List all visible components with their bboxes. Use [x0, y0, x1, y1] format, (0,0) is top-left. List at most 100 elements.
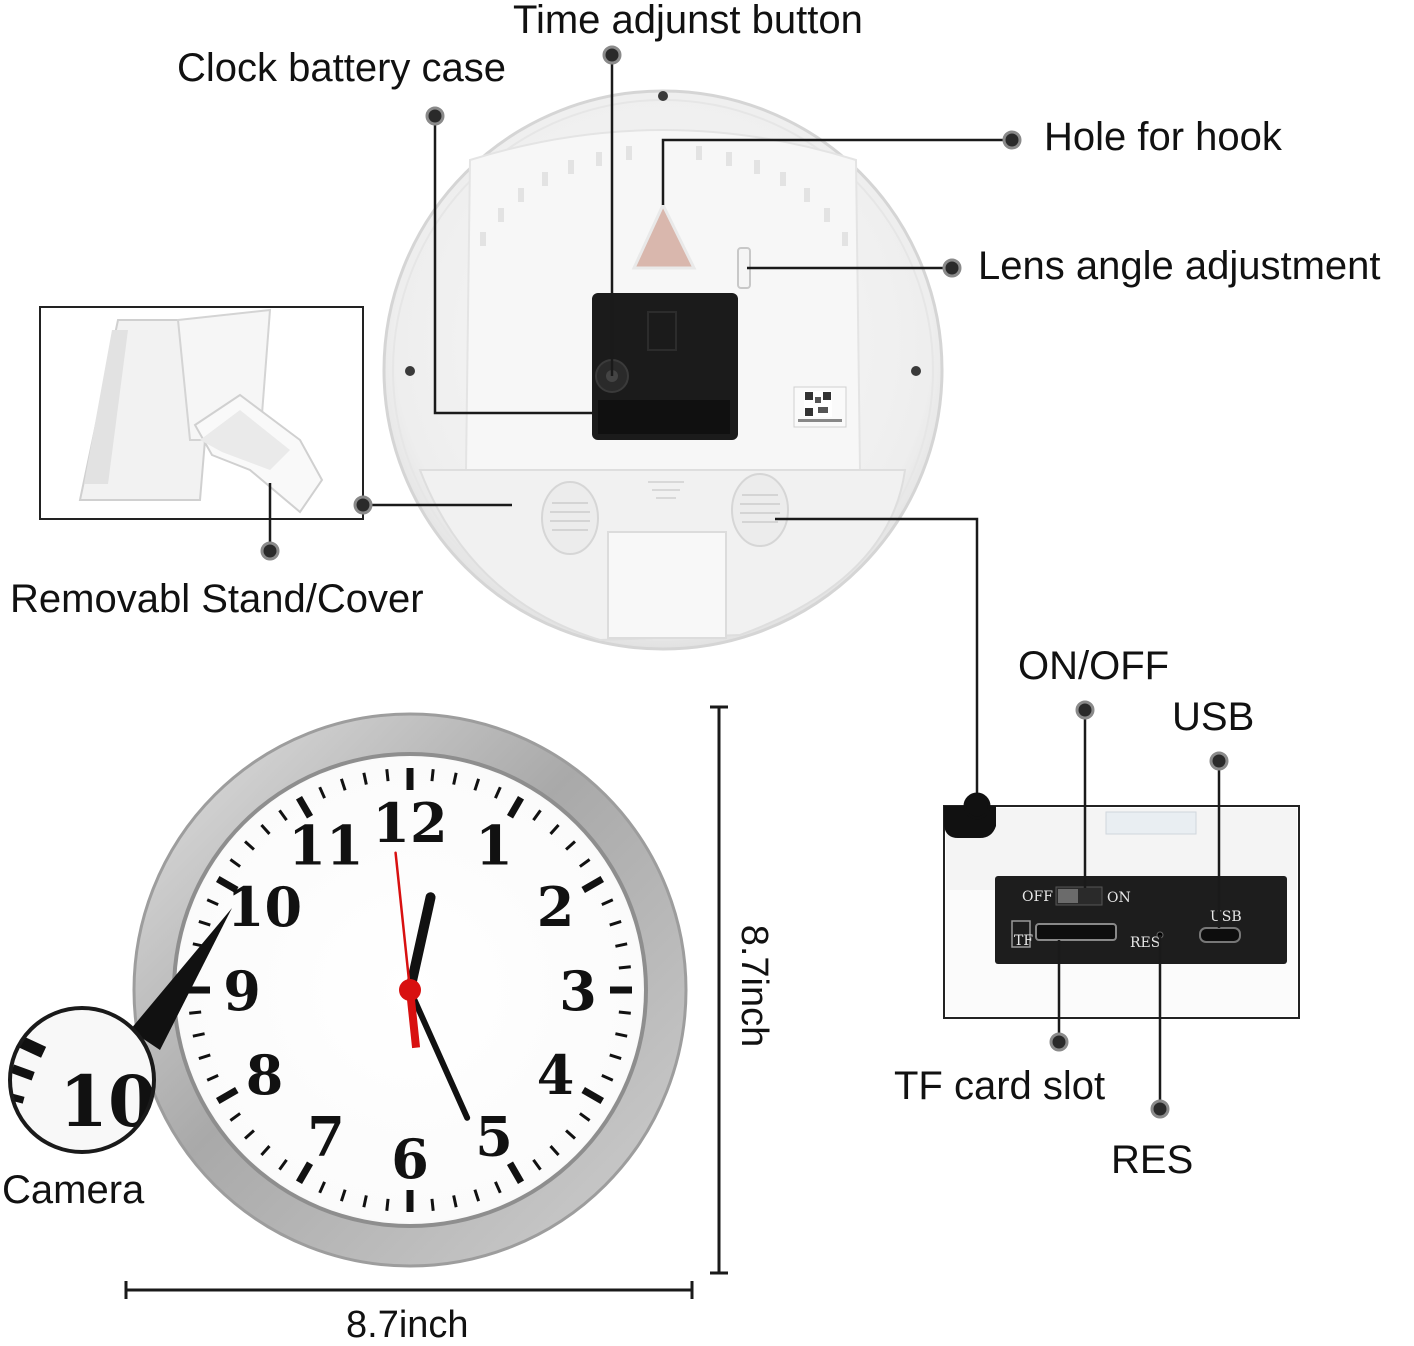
minute-tick	[318, 786, 326, 799]
clock-movement	[592, 293, 738, 440]
usb-port	[1199, 927, 1241, 943]
minute-tick	[609, 1053, 622, 1061]
hour-number: 1	[475, 814, 513, 878]
minute-tick	[609, 919, 622, 927]
minute-tick	[244, 1129, 255, 1140]
label-on-off: ON/OFF	[1018, 644, 1170, 688]
port-panel-inset: OFF ON USB TF RES	[943, 805, 1300, 1019]
minute-tick	[229, 1112, 241, 1122]
minute-tick	[430, 769, 435, 782]
minute-tick	[198, 1053, 211, 1061]
minute-tick	[385, 1198, 390, 1211]
hour-tick	[295, 795, 314, 819]
usb-port-label: USB	[1210, 909, 1242, 925]
minute-tick	[615, 942, 628, 948]
on-label: ON	[1107, 890, 1131, 906]
speaker-grille-right	[731, 473, 789, 547]
leader-lines	[268, 55, 1221, 1109]
minute-tick	[452, 772, 458, 785]
minute-tick	[362, 772, 368, 785]
hour-tick	[215, 1086, 239, 1105]
label-clock-battery-case: Clock battery case	[177, 46, 507, 90]
minute-tick	[549, 824, 560, 835]
minute-tick	[189, 1010, 202, 1015]
clock-back	[382, 89, 944, 651]
minute-tick	[362, 1195, 368, 1208]
off-label: OFF	[1022, 889, 1053, 905]
magnified-number: 10	[59, 1060, 156, 1143]
hour-number: 6	[391, 1127, 429, 1191]
minute-tick	[198, 919, 211, 927]
hour-number: 12	[372, 791, 447, 855]
minute-tick	[278, 809, 288, 821]
hour-tick	[215, 875, 239, 894]
minute-tick	[565, 1129, 576, 1140]
minute-tick	[260, 824, 271, 835]
minute-tick	[601, 898, 614, 906]
minute-tick	[244, 840, 255, 851]
minute-tick	[494, 786, 502, 799]
minute-tick	[260, 1145, 271, 1156]
stand-inset	[39, 306, 364, 520]
hour-tick	[506, 795, 525, 819]
label-hole-for-hook: Hole for hook	[1044, 115, 1282, 159]
camera-pointer	[130, 908, 232, 1050]
clock-hands	[394, 851, 471, 1121]
hour-number: 4	[537, 1043, 575, 1107]
hour-number: 8	[246, 1043, 284, 1107]
speaker-grille-left	[541, 481, 599, 555]
tf-slot	[1035, 923, 1117, 941]
minute-tick	[532, 1159, 542, 1171]
minute-tick	[579, 1112, 591, 1122]
qr-sticker	[793, 386, 847, 428]
minute-tick	[206, 1074, 219, 1082]
res-port-label: RES	[1130, 935, 1160, 951]
minute-tick	[473, 778, 481, 791]
tf-label: TF	[1014, 933, 1033, 949]
label-tf-card-slot: TF card slot	[894, 1064, 1106, 1108]
label-time-adjust-button: Time adjunst button	[513, 0, 863, 42]
hour-tick	[581, 1086, 605, 1105]
hour-number: 3	[559, 959, 597, 1023]
minute-tick	[339, 1189, 347, 1202]
width-dimension-label: 8.7inch	[346, 1304, 469, 1346]
minute-tick	[430, 1198, 435, 1211]
label-removable-stand-cover: Removabl Stand/Cover	[10, 577, 424, 621]
hour-number: 5	[475, 1104, 513, 1168]
label-lens-angle-adjustment: Lens angle adjustment	[978, 244, 1381, 288]
second-hand	[394, 851, 412, 992]
dimension-lines	[124, 705, 728, 1299]
hour-number: 9	[223, 959, 261, 1023]
minute-tick	[318, 1181, 326, 1194]
label-camera: Camera	[2, 1168, 145, 1212]
minute-tick	[192, 1032, 205, 1038]
hour-tick	[506, 1161, 525, 1185]
label-usb: USB	[1172, 695, 1255, 739]
hour-number: 2	[537, 875, 575, 939]
minute-tick	[339, 778, 347, 791]
hour-tick	[581, 875, 605, 894]
minute-tick	[452, 1195, 458, 1208]
hour-number: 10	[227, 875, 302, 939]
minute-tick	[618, 965, 631, 970]
minute-tick	[618, 1010, 631, 1015]
minute-tick	[473, 1189, 481, 1202]
hour-tick	[295, 1161, 314, 1185]
minute-tick	[206, 898, 219, 906]
minute-tick	[549, 1145, 560, 1156]
hour-number: 7	[307, 1104, 345, 1168]
minute-tick	[229, 858, 241, 868]
minute-tick	[494, 1181, 502, 1194]
marker-dots	[260, 45, 1229, 1119]
minute-tick	[532, 809, 542, 821]
minute-tick	[385, 769, 390, 782]
minute-tick	[615, 1032, 628, 1038]
center-hub	[399, 979, 421, 1001]
minute-tick	[579, 858, 591, 868]
hour-hand	[405, 892, 436, 995]
minute-tick	[565, 840, 576, 851]
height-dimension-label: 8.7inch	[733, 925, 775, 1048]
